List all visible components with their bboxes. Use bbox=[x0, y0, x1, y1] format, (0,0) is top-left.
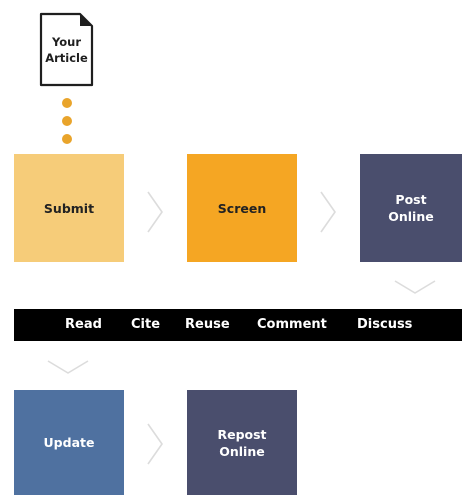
chevron-down-icon bbox=[47, 360, 89, 374]
connector-dot bbox=[62, 98, 72, 108]
document-icon bbox=[39, 12, 94, 87]
document-label: Your Article bbox=[39, 34, 94, 66]
chevron-right-icon bbox=[320, 191, 336, 233]
actions-bar: Read Cite Reuse Comment Discuss bbox=[14, 309, 462, 341]
action-discuss: Discuss bbox=[357, 317, 413, 332]
step-update: Update bbox=[14, 390, 124, 495]
step-submit: Submit bbox=[14, 154, 124, 262]
step-screen: Screen bbox=[187, 154, 297, 262]
action-comment: Comment bbox=[257, 317, 327, 332]
connector-dot bbox=[62, 134, 72, 144]
document-label-line1: Your bbox=[51, 35, 82, 49]
chevron-right-icon bbox=[147, 191, 163, 233]
action-reuse: Reuse bbox=[185, 317, 230, 332]
connector-dot bbox=[62, 116, 72, 126]
step-post-online: Post Online bbox=[360, 154, 462, 262]
document-label-line2: Article bbox=[45, 51, 88, 65]
chevron-down-icon bbox=[394, 280, 436, 294]
article-document-icon: Your Article bbox=[39, 12, 94, 87]
action-cite: Cite bbox=[131, 317, 161, 332]
action-read: Read bbox=[65, 317, 102, 332]
step-repost-online: Repost Online bbox=[187, 390, 297, 495]
chevron-right-icon bbox=[147, 423, 163, 465]
